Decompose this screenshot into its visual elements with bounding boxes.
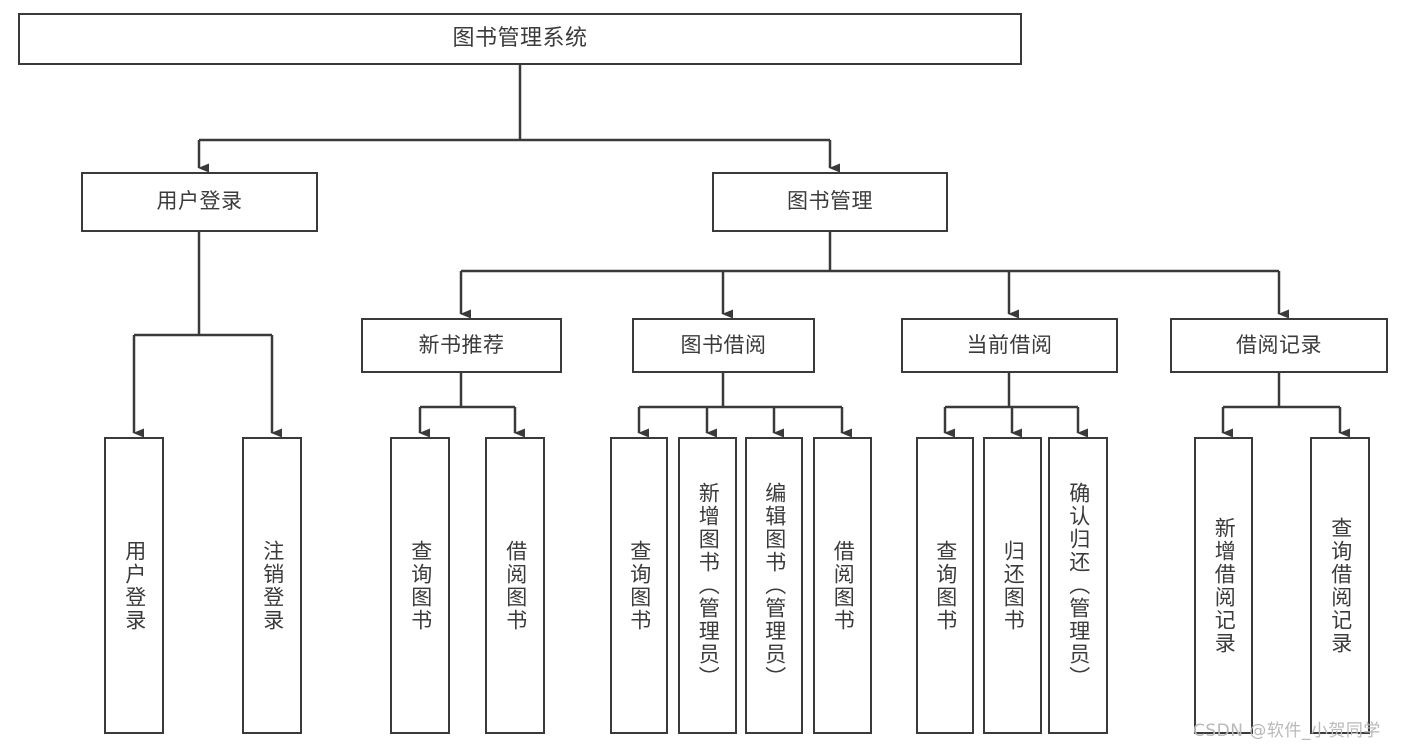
node-leaf-return-book[interactable]: 归还图书 [983,437,1042,734]
node-leaf-borrow-book-1[interactable]: 借阅图书 [485,437,545,734]
node-leaf-add-book[interactable]: 新增图书（管理员） [678,437,737,734]
node-leaf-add-record[interactable]: 新增借阅记录 [1194,437,1253,734]
node-leaf-borrow-book-2[interactable]: 借阅图书 [813,437,872,734]
node-book-borrow[interactable]: 图书借阅 [632,318,815,373]
node-borrow-record[interactable]: 借阅记录 [1170,318,1388,373]
node-leaf-user-login[interactable]: 用户登录 [104,437,164,734]
node-leaf-logout[interactable]: 注销登录 [242,437,302,734]
node-book-manage[interactable]: 图书管理 [712,172,948,232]
node-new-book-recommend[interactable]: 新书推荐 [361,318,562,373]
node-leaf-query-book-1[interactable]: 查询图书 [390,437,450,734]
node-leaf-query-record[interactable]: 查询借阅记录 [1310,437,1370,734]
node-leaf-query-book-2[interactable]: 查询图书 [610,437,668,734]
node-current-borrow[interactable]: 当前借阅 [901,318,1118,373]
csdn-watermark: CSDN @软件_小贺同学 [1193,721,1381,741]
node-root[interactable]: 图书管理系统 [18,13,1022,65]
node-leaf-query-book-3[interactable]: 查询图书 [916,437,974,734]
node-user-login[interactable]: 用户登录 [81,172,318,232]
node-leaf-confirm-return[interactable]: 确认归还（管理员） [1048,437,1108,734]
node-leaf-edit-book[interactable]: 编辑图书（管理员） [745,437,803,734]
